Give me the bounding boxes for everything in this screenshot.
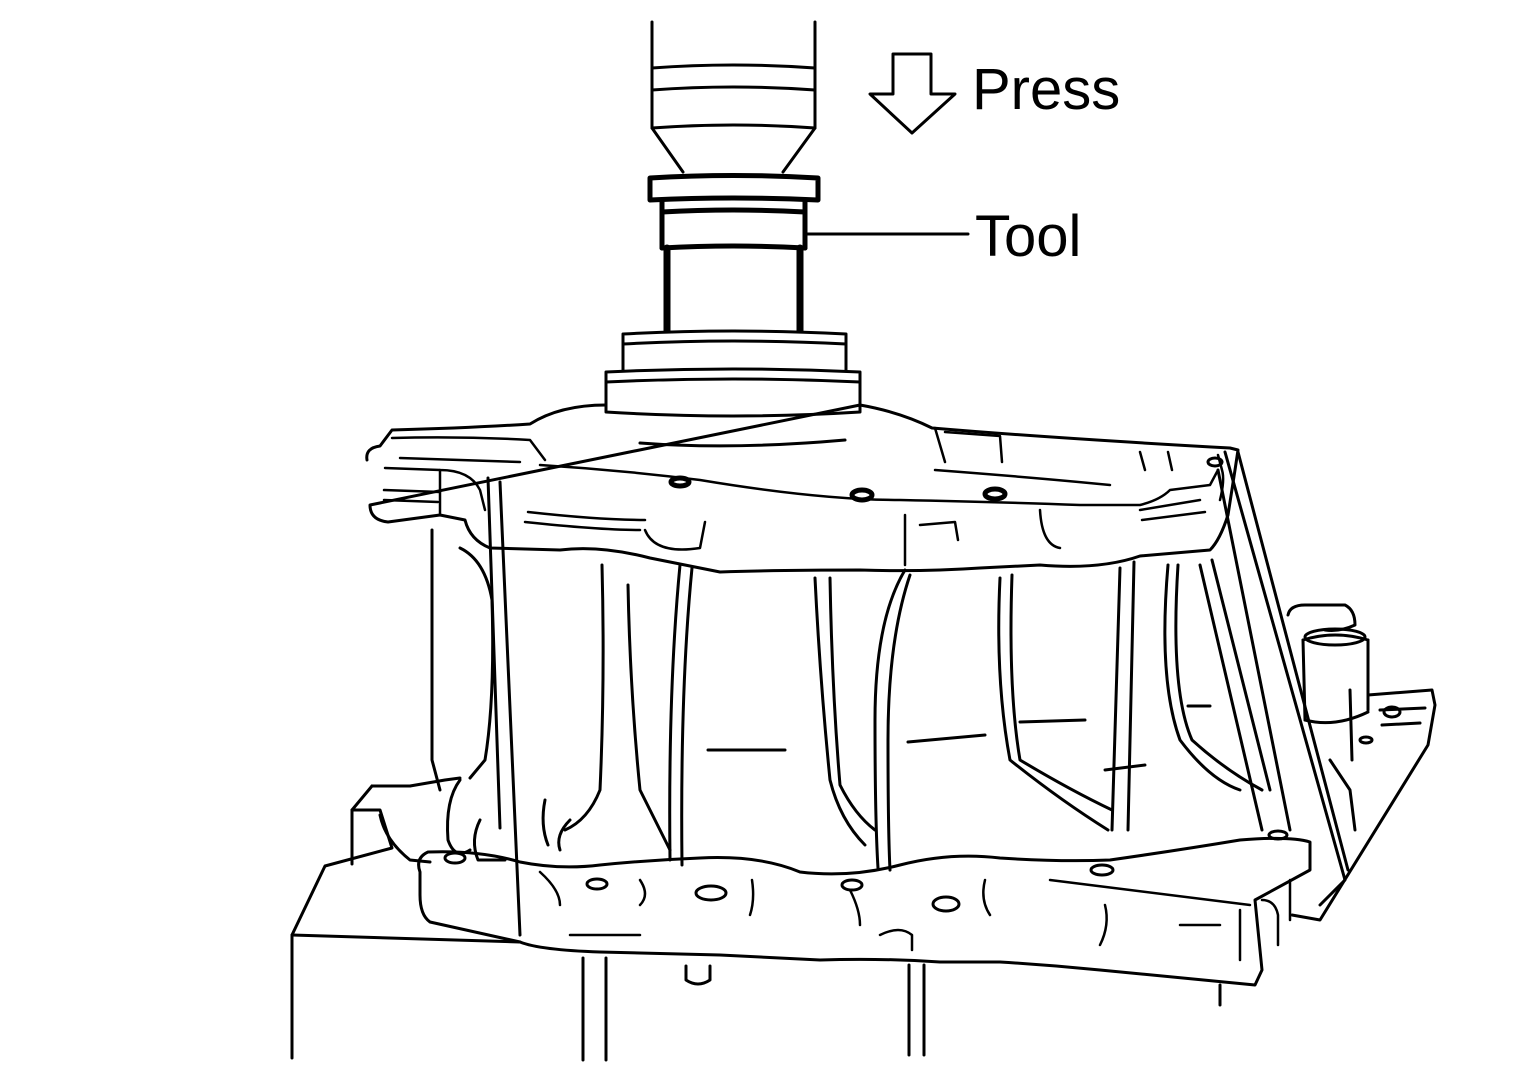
installer-tool — [647, 173, 821, 336]
tool-label: Tool — [975, 204, 1081, 269]
lower-housing — [290, 784, 1222, 1062]
bolt-holes — [443, 456, 1402, 913]
press-ram — [650, 20, 817, 174]
down-arrow-icon — [868, 52, 957, 135]
bearing-races — [604, 329, 862, 448]
transmission-case — [365, 403, 1437, 987]
press-label: Press — [972, 57, 1120, 122]
